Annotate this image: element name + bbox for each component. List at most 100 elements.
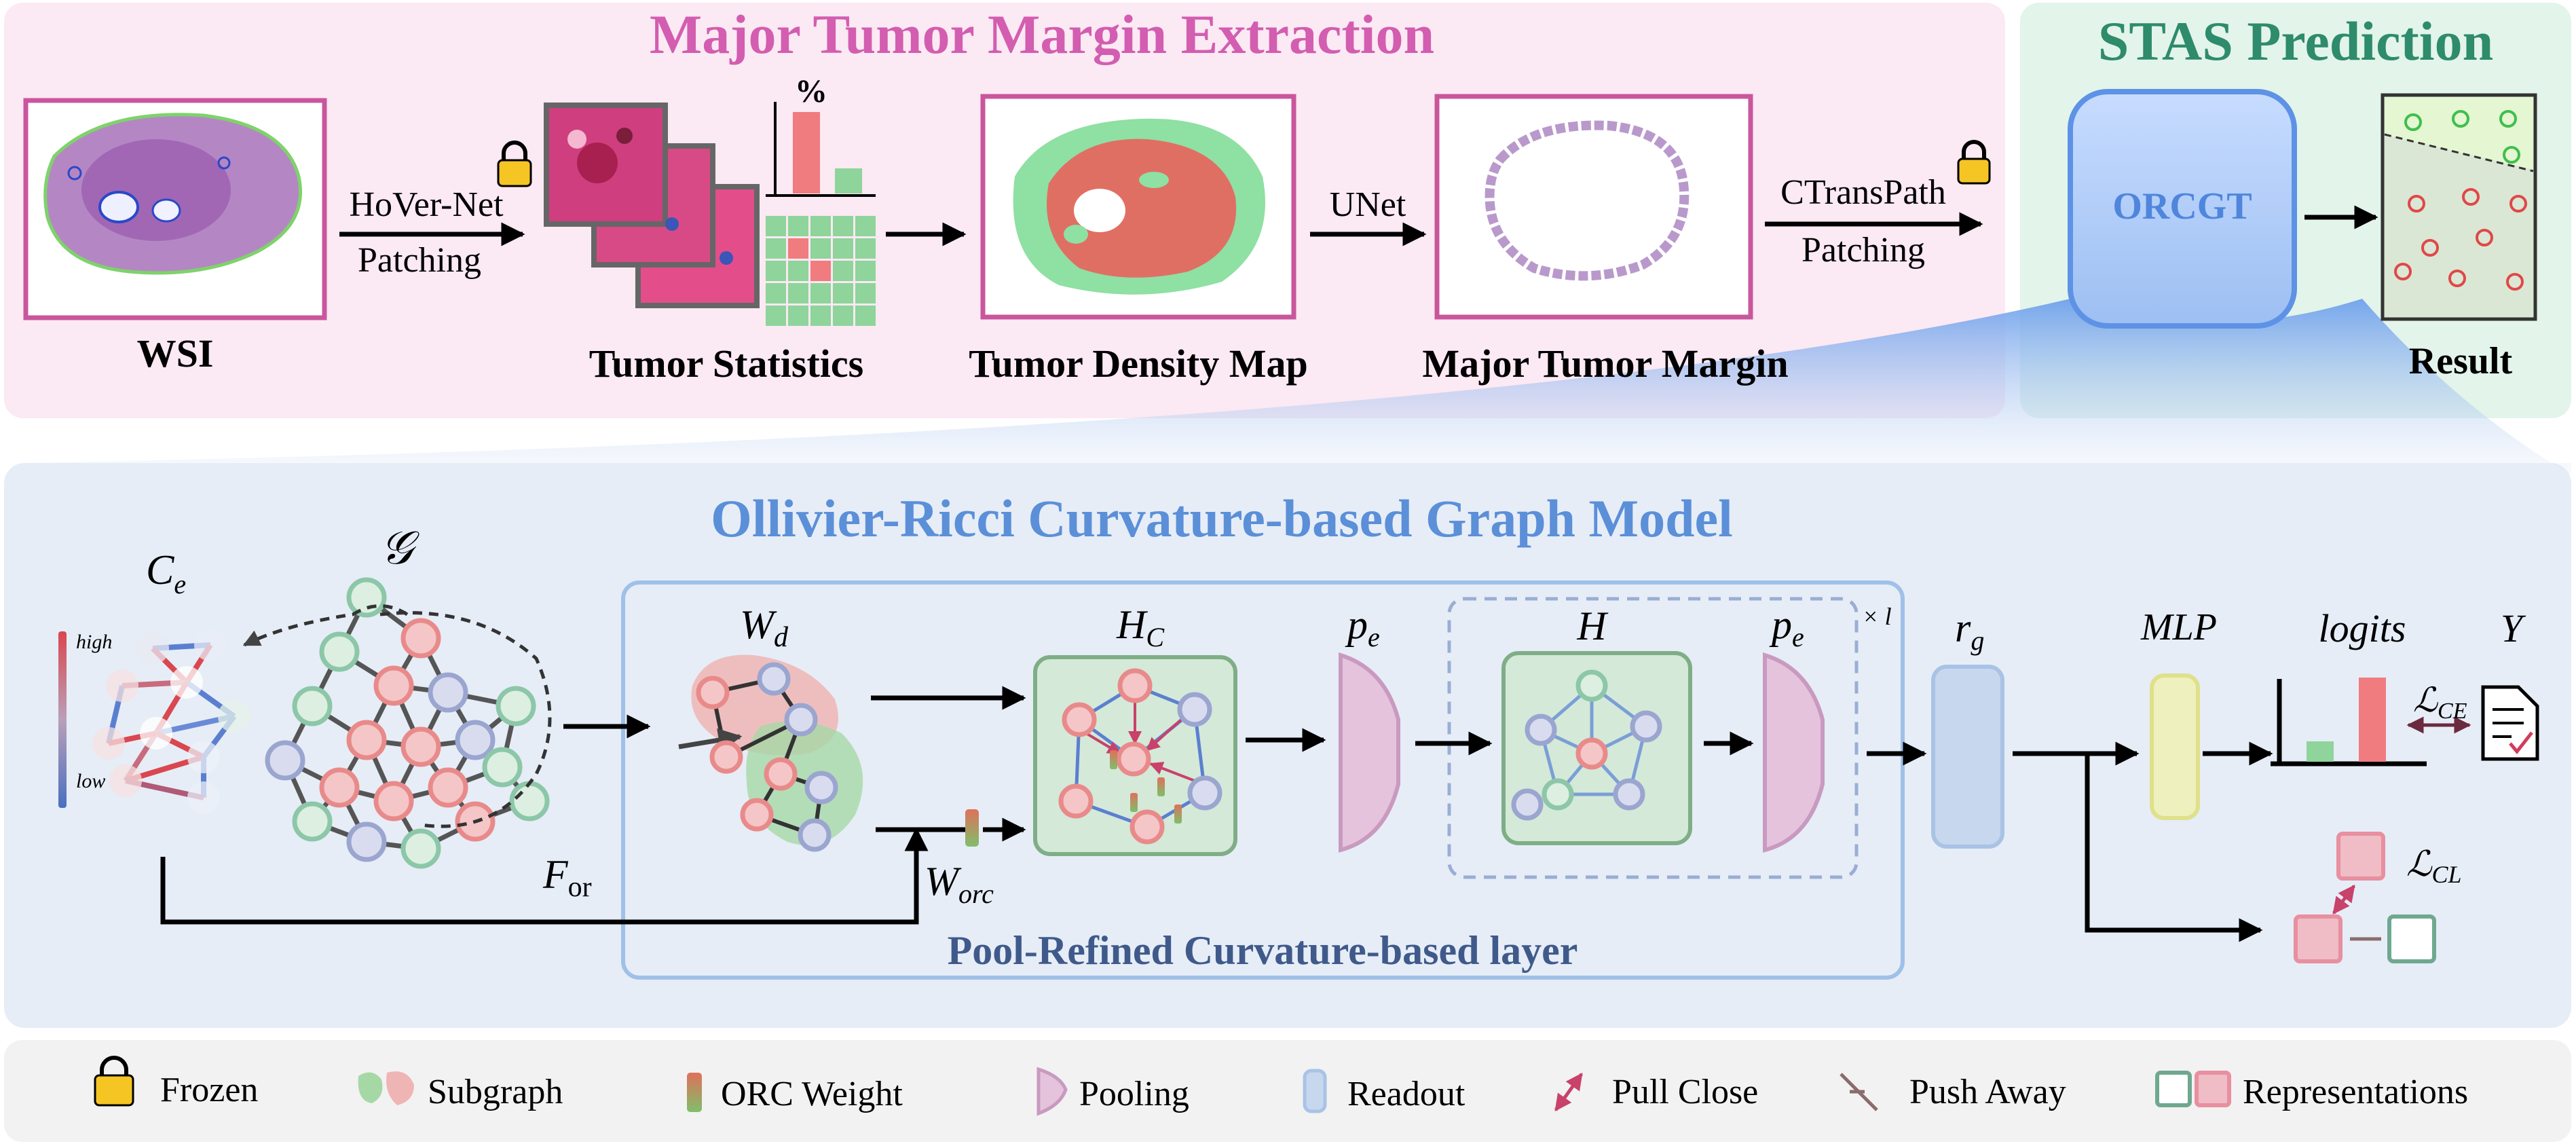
svg-text:ℒCL: ℒCL (2406, 845, 2462, 888)
svg-text:rg: rg (1955, 606, 1984, 656)
curvature-edge-graph (92, 629, 250, 814)
logits-label: logits (2319, 606, 2406, 650)
for-connection (160, 827, 929, 925)
negative-point (2499, 110, 2517, 128)
mlp-block (2150, 673, 2200, 820)
document-icon (2481, 685, 2539, 761)
graph-node (428, 767, 468, 808)
svg-text:Ce: Ce (146, 547, 186, 599)
top-title: Major Tumor Margin Extraction (650, 3, 1434, 65)
svg-text:Pooling: Pooling (1079, 1075, 1189, 1113)
svg-text:pe: pe (1345, 602, 1380, 652)
orc-weight-icon (965, 809, 979, 847)
grid-cell (766, 306, 786, 326)
pe2-label: pe (1769, 602, 1804, 652)
subgraph-node (696, 676, 730, 709)
h-node (1575, 669, 1608, 702)
subgraph-node (709, 740, 743, 774)
h-node (1525, 714, 1557, 746)
negative-point (2452, 110, 2469, 128)
graph-node (400, 618, 441, 659)
unet-label: UNet (1330, 185, 1406, 224)
svg-text:Readout: Readout (1347, 1075, 1466, 1113)
graph-node (373, 665, 414, 706)
lock-icon-2 (1957, 140, 1991, 185)
h-node (1613, 778, 1645, 811)
svg-text:Subgraph: Subgraph (428, 1073, 563, 1111)
faded-node (187, 781, 220, 814)
faded-node (194, 629, 227, 661)
y-label: Y (2501, 606, 2526, 650)
legend-representations: Representations (2155, 1071, 2468, 1111)
hc-label: HC (1116, 602, 1165, 652)
positive-point (2506, 273, 2524, 291)
positive-point (2509, 195, 2527, 212)
svg-text:Frozen: Frozen (160, 1071, 258, 1109)
orcgt-label: ORCGT (2112, 185, 2252, 227)
contrastive-representations (2294, 832, 2436, 963)
faded-node (106, 669, 138, 702)
legend-pull-close: Pull Close (1554, 1072, 1758, 1112)
hc-graph (1058, 668, 1222, 845)
graph-panel (4, 463, 2571, 1028)
subgraph-node (740, 798, 774, 832)
faded-node (170, 666, 203, 699)
graph-node (455, 720, 496, 760)
grid-cell (855, 238, 876, 259)
h-node (1542, 778, 1574, 811)
grid-cell (810, 238, 831, 259)
svg-text:For: For (542, 852, 592, 903)
graph-node (400, 726, 441, 767)
hc-node (1130, 809, 1165, 845)
high-label: high (76, 631, 112, 653)
faded-node (218, 700, 250, 733)
wsi-image (23, 98, 327, 320)
grid-cell (788, 216, 808, 236)
graph-node (265, 740, 305, 781)
svg-text:HC: HC (1116, 602, 1165, 652)
faded-node (109, 764, 142, 797)
svg-text:Push Away: Push Away (1909, 1073, 2066, 1111)
patch-graph (265, 577, 550, 869)
legend-push-away: Push Away (1840, 1073, 2066, 1111)
grid-cell (810, 306, 831, 326)
lock-icon (497, 141, 532, 187)
grid-cell (855, 261, 876, 281)
lcl-label: ℒCL (2406, 845, 2462, 888)
pe1-label: pe (1345, 602, 1380, 652)
times-l-label: × l (1862, 603, 1891, 630)
h-graph (1511, 669, 1662, 821)
h-node (1511, 788, 1544, 821)
result-label: Result (2409, 340, 2513, 382)
pooling-1 (1339, 652, 1400, 853)
hc-node (1117, 668, 1153, 703)
layer-label: Pool-Refined Curvature-based layer (948, 928, 1578, 973)
svg-text:Pull Close: Pull Close (1612, 1073, 1758, 1111)
orcgt-model (2068, 89, 2297, 329)
lce-label: ℒCE (2413, 681, 2467, 724)
tumor-statistics-label: Tumor Statistics (589, 341, 863, 386)
patching-label-1: Patching (358, 241, 481, 280)
h-node (1630, 710, 1662, 743)
pool-refined-layer-box (621, 580, 1905, 980)
graph-node (509, 781, 550, 821)
hc-node (1187, 775, 1222, 811)
h-label: H (1576, 604, 1609, 648)
svg-text:ORC Weight: ORC Weight (721, 1075, 903, 1113)
graph-title: Ollivier-Ricci Curvature-based Graph Mod… (711, 489, 1733, 548)
positive-point (2476, 229, 2493, 246)
positive-point (2408, 195, 2425, 212)
grid-cell (855, 283, 876, 303)
faded-node (140, 717, 172, 750)
negative-point (2503, 146, 2520, 164)
stas-title: STAS Prediction (2098, 10, 2493, 72)
graph-node (373, 781, 414, 821)
legend-orc-weight: ORC Weight (687, 1073, 903, 1113)
grid-cell (833, 216, 853, 236)
subgraph-node (784, 703, 818, 737)
graph-node (428, 672, 468, 713)
worc-label: Worc (925, 859, 994, 909)
subgraph-arrow (678, 728, 743, 752)
hc-node (1116, 741, 1151, 777)
svg-text:Representations: Representations (2243, 1073, 2468, 1111)
